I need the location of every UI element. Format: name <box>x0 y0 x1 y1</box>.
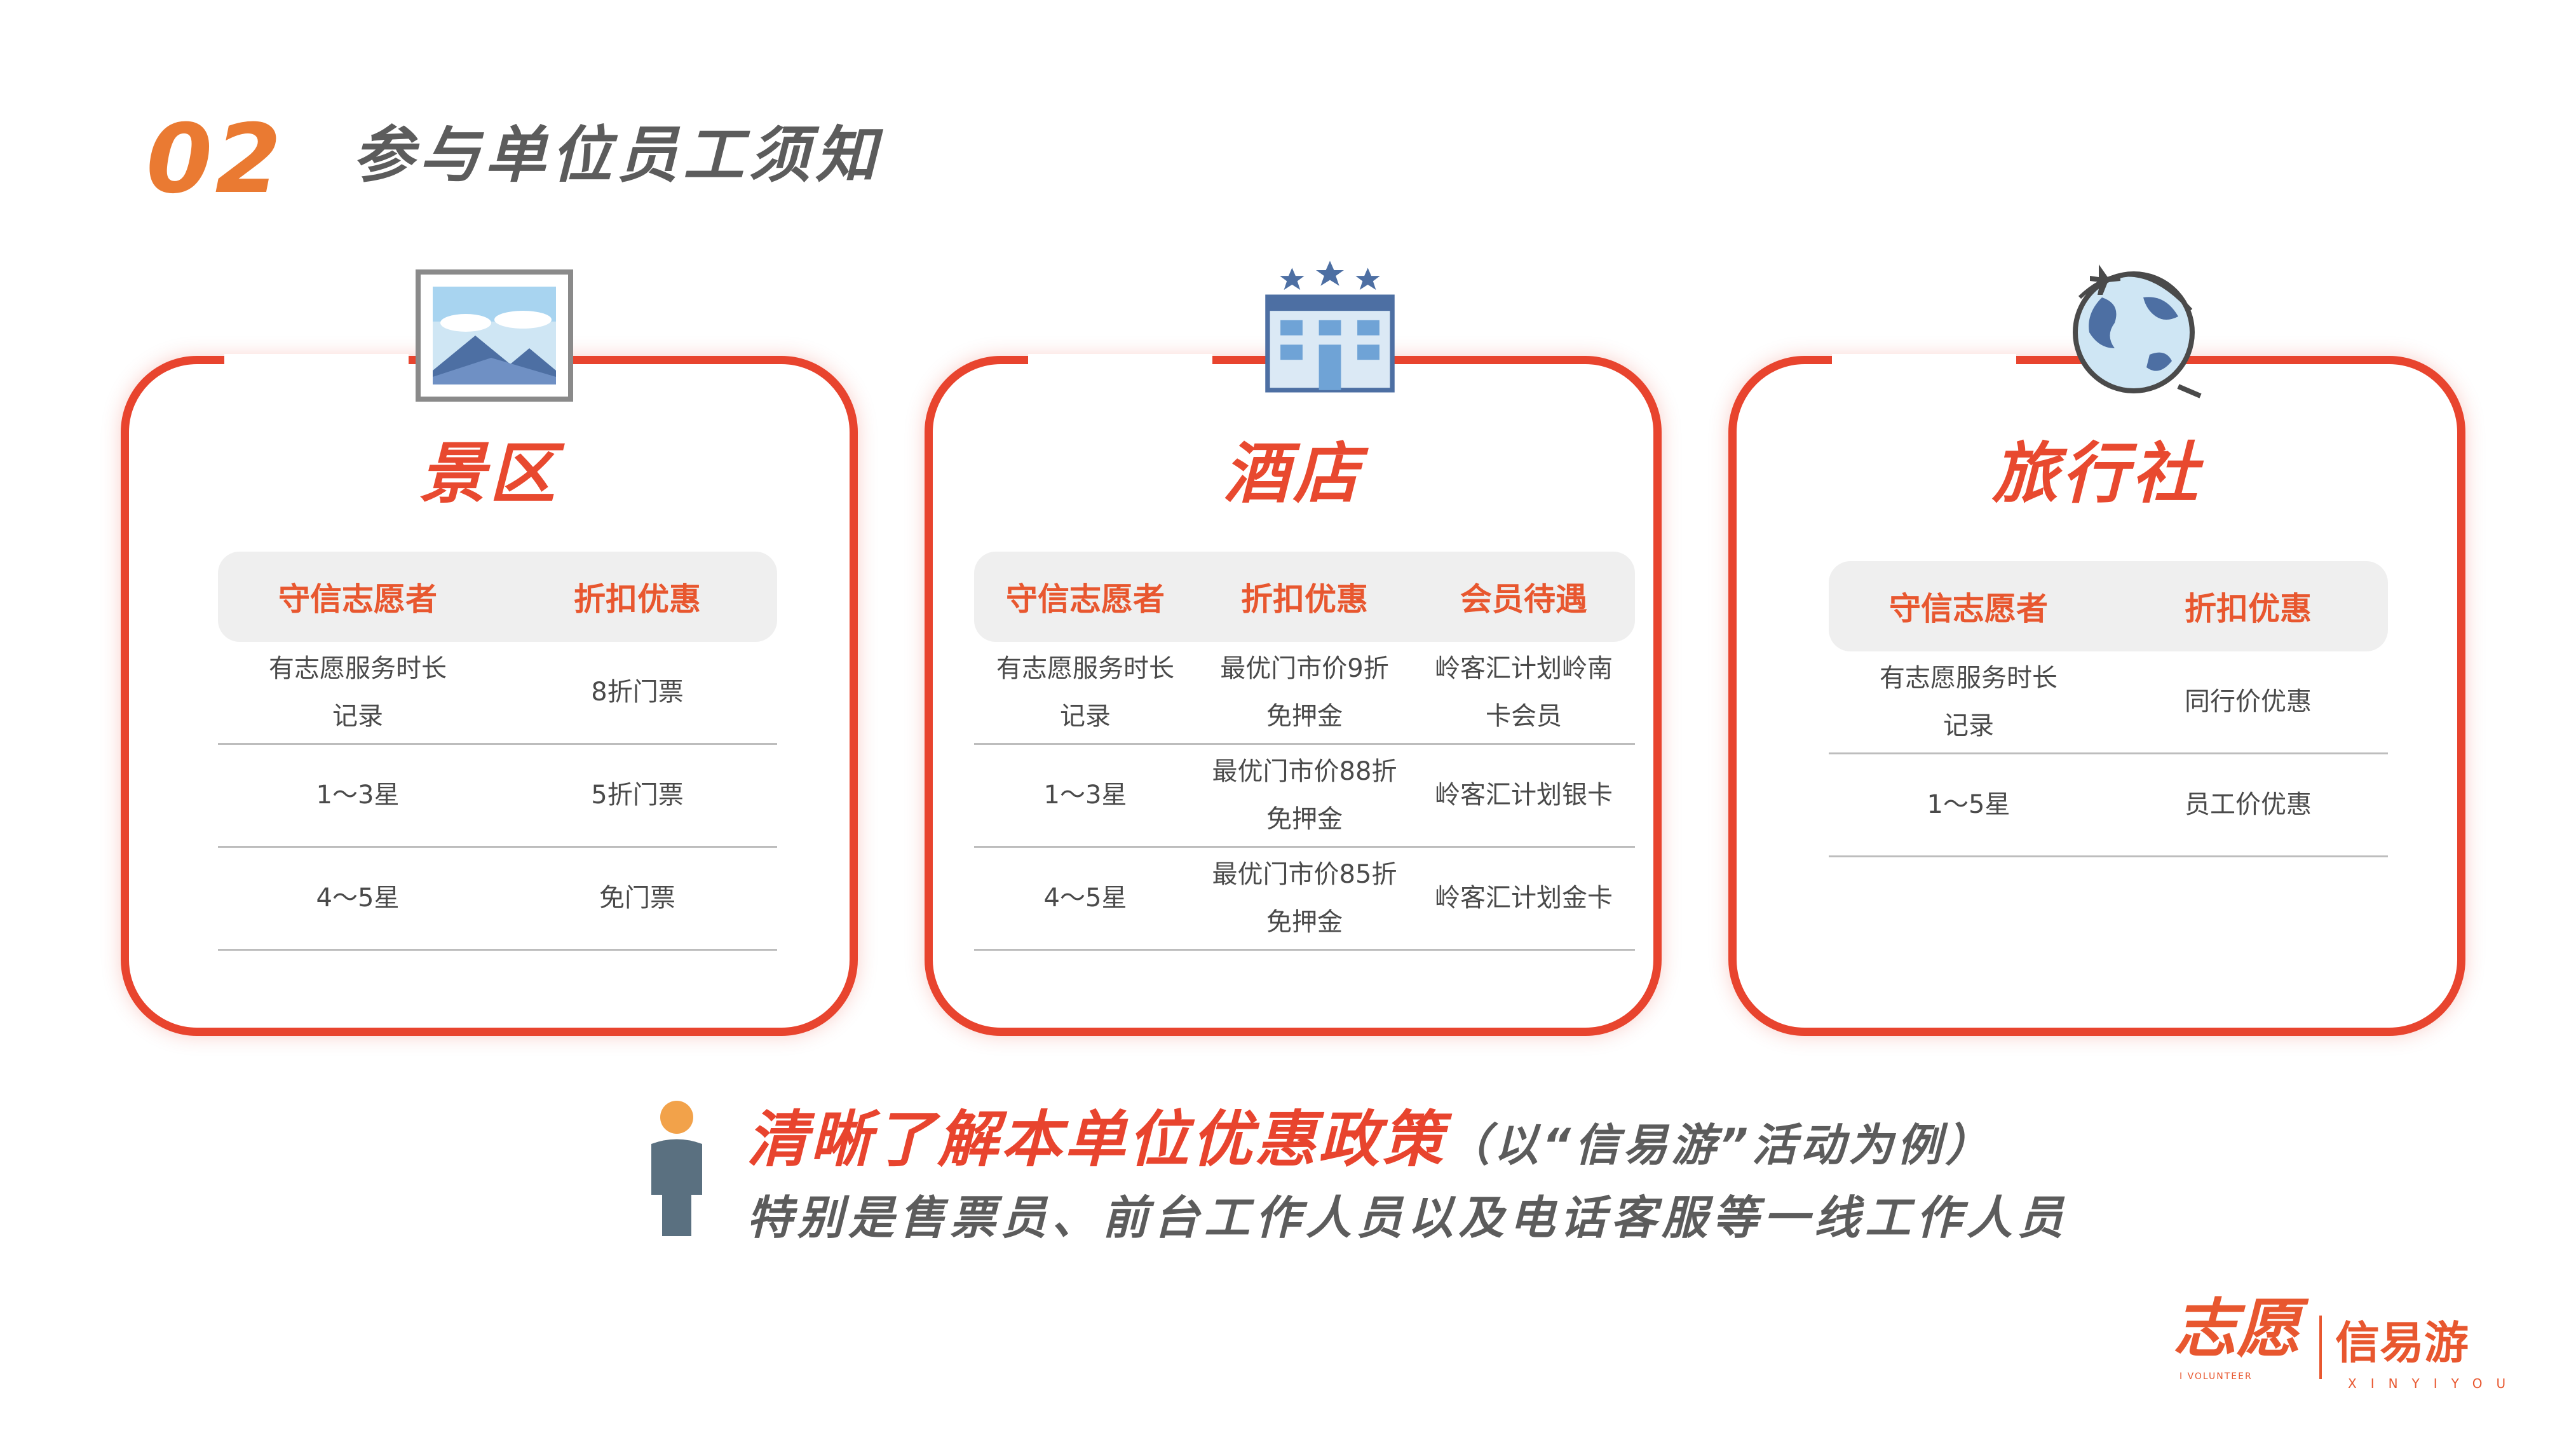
brand-logo: 志愿 I VOLUNTEER 信易游 XINYIYOU <box>2173 1291 2505 1405</box>
travel-agency-card: 旅行社 守信志愿者 折扣优惠 有志愿服务时长 记录 同行价优惠 1～5星 员工价… <box>1728 264 2465 1036</box>
table-cell: 岭客汇计划岭南 卡会员 <box>1435 653 1613 731</box>
table-cell: 有志愿服务时长 记录 <box>996 653 1174 731</box>
landscape-picture-icon <box>416 269 573 402</box>
table-header-cell: 折扣优惠 <box>574 581 701 618</box>
table-header-cell: 会员待遇 <box>1460 581 1587 618</box>
card-title-scenic: 景区 <box>419 435 559 512</box>
table-row: 4～5星 免门票 <box>218 848 777 951</box>
table-header: 守信志愿者 折扣优惠 <box>218 552 777 642</box>
card-title-hotel: 酒店 <box>1223 435 1363 512</box>
table-cell: 1～3星 <box>1043 780 1127 810</box>
table-cell: 有志愿服务时长 记录 <box>269 653 447 731</box>
hotel-table: 守信志愿者 折扣优惠 会员待遇 有志愿服务时长 记录 最优门市价9折 免押金 岭… <box>974 552 1635 951</box>
table-cell: 最优门市价9折 免押金 <box>1220 653 1389 731</box>
person-icon <box>651 1101 702 1236</box>
card-title-travel-agency: 旅行社 <box>1991 435 2202 512</box>
policy-note: （以“信易游”活动为例） <box>1446 1119 1994 1171</box>
table-cell: 1～3星 <box>316 780 400 810</box>
table-row: 1～3星 最优门市价88折 免押金 岭客汇计划银卡 <box>974 745 1635 848</box>
table-cell: 同行价优惠 <box>2185 687 2312 716</box>
table-cell: 免门票 <box>599 883 675 913</box>
policy-highlight: 清晰了解本单位优惠政策 <box>747 1104 1446 1175</box>
policy-headline: 清晰了解本单位优惠政策（以“信易游”活动为例） <box>747 1109 1993 1170</box>
table-cell: 岭客汇计划金卡 <box>1435 883 1613 913</box>
logo-divider <box>2319 1316 2322 1379</box>
travel-agency-table: 守信志愿者 折扣优惠 有志愿服务时长 记录 同行价优惠 1～5星 员工价优惠 <box>1829 561 2388 857</box>
table-cell: 岭客汇计划银卡 <box>1435 780 1613 810</box>
table-header: 守信志愿者 折扣优惠 会员待遇 <box>974 552 1635 642</box>
table-cell: 4～5星 <box>1043 883 1127 913</box>
table-cell: 最优门市价85折 免押金 <box>1212 859 1397 937</box>
table-row: 1～5星 员工价优惠 <box>1829 754 2388 857</box>
table-cell: 1～5星 <box>1927 790 2010 819</box>
table-cell: 最优门市价88折 免押金 <box>1212 756 1397 834</box>
section-title: 参与单位员工须知 <box>353 119 881 191</box>
table-cell: 8折门票 <box>591 677 684 707</box>
brand-pinyin: XINYIYOU <box>2348 1376 2520 1391</box>
table-header-cell: 守信志愿者 <box>278 581 437 618</box>
hotel-card: 酒店 守信志愿者 折扣优惠 会员待遇 有志愿服务时长 记录 最优门市价9折 免押… <box>925 261 1662 1036</box>
scenic-table: 守信志愿者 折扣优惠 有志愿服务时长 记录 8折门票 1～3星 5折门票 4～5… <box>218 552 777 951</box>
table-cell: 4～5星 <box>316 883 400 913</box>
table-row: 4～5星 最优门市价85折 免押金 岭客汇计划金卡 <box>974 848 1635 951</box>
brand-name: 信易游 <box>2335 1317 2469 1369</box>
table-cell: 5折门票 <box>591 780 684 810</box>
table-header-cell: 守信志愿者 <box>1889 590 2048 627</box>
scenic-card: 景区 守信志愿者 折扣优惠 有志愿服务时长 记录 8折门票 1～3星 5折门票 … <box>121 269 858 1036</box>
policy-subline: 特别是售票员、前台工作人员以及电话客服等一线工作人员 <box>747 1191 2069 1244</box>
table-row: 有志愿服务时长 记录 同行价优惠 <box>1829 651 2388 754</box>
table-header-cell: 折扣优惠 <box>2185 590 2312 627</box>
table-header-cell: 折扣优惠 <box>1241 581 1368 618</box>
table-header-cell: 守信志愿者 <box>1006 581 1165 618</box>
table-cell: 员工价优惠 <box>2185 790 2312 819</box>
table-row: 1～3星 5折门票 <box>218 745 777 848</box>
hotel-building-icon <box>1265 261 1395 393</box>
table-cell: 有志愿服务时长 记录 <box>1880 663 2057 740</box>
volunteer-logo-mark: 志愿 <box>2173 1291 2300 1366</box>
volunteer-logo-english: I VOLUNTEER <box>2179 1371 2253 1382</box>
globe-plane-icon <box>2073 264 2202 398</box>
table-header: 守信志愿者 折扣优惠 <box>1829 561 2388 651</box>
table-row: 有志愿服务时长 记录 最优门市价9折 免押金 岭客汇计划岭南 卡会员 <box>974 642 1635 745</box>
section-number: 02 <box>146 104 284 215</box>
table-row: 有志愿服务时长 记录 8折门票 <box>218 642 777 745</box>
